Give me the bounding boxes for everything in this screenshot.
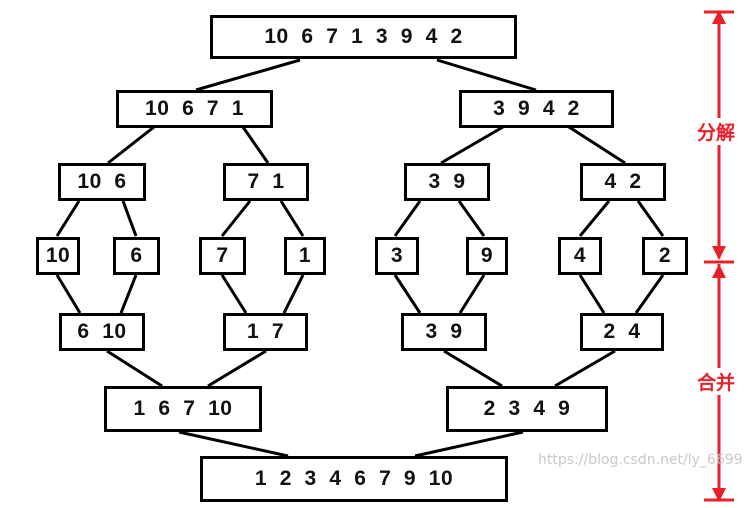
merged-right-half: 2 3 4 9	[446, 386, 608, 432]
single-element: 2	[642, 237, 688, 275]
split-quarter-2: 7 1	[223, 163, 309, 201]
single-element: 3	[375, 237, 419, 275]
merged-left-half: 1 6 7 10	[104, 386, 262, 432]
split-quarter-3: 3 9	[404, 163, 490, 201]
single-element: 6	[113, 237, 160, 275]
split-quarter-4: 4 2	[580, 163, 666, 201]
merged-pair-3: 3 9	[401, 313, 487, 351]
split-quarter-1: 10 6	[58, 163, 146, 201]
watermark-url: https://blog.csdn.net/ly_6699	[538, 452, 743, 468]
phase-label-divide: 分解	[697, 118, 736, 145]
single-element: 1	[284, 237, 326, 275]
single-element: 9	[466, 237, 508, 275]
single-element: 10	[36, 237, 80, 275]
merged-pair-2: 1 7	[223, 313, 308, 351]
phase-ruler	[704, 10, 734, 502]
split-left-half: 10 6 7 1	[116, 90, 273, 128]
connector-lines	[55, 58, 665, 458]
merged-pair-1: 6 10	[59, 313, 145, 351]
single-element: 7	[199, 237, 246, 275]
single-element: 4	[558, 237, 602, 275]
merged-pair-4: 2 4	[580, 313, 664, 351]
phase-label-merge: 合并	[697, 368, 736, 395]
split-right-half: 3 9 4 2	[459, 90, 614, 128]
sorted-output-array: 1 2 3 4 6 7 9 10	[200, 456, 508, 502]
input-array: 10 6 7 1 3 9 4 2	[210, 15, 517, 59]
